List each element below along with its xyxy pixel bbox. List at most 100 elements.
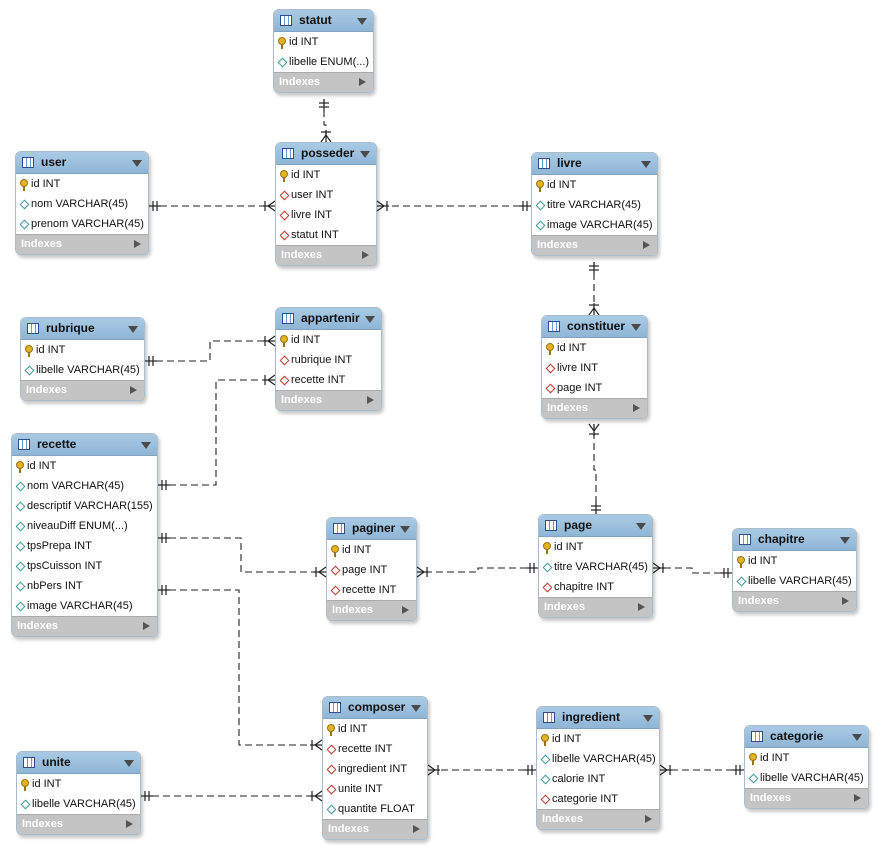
column-row[interactable]: id INT [542, 338, 647, 358]
table-header[interactable]: categorie [745, 726, 868, 748]
column-row[interactable]: tpsCuisson INT [12, 556, 157, 576]
column-row[interactable]: id INT [16, 174, 148, 194]
expand-arrow-icon[interactable] [633, 404, 640, 412]
column-row[interactable]: libelle VARCHAR(45) [21, 360, 144, 380]
collapse-toggle-icon[interactable] [840, 537, 850, 544]
column-row[interactable]: libelle VARCHAR(45) [745, 768, 868, 788]
expand-arrow-icon[interactable] [638, 603, 645, 611]
indexes-section[interactable]: Indexes [327, 600, 416, 620]
table-header[interactable]: statut [274, 10, 373, 32]
column-row[interactable]: recette INT [276, 370, 381, 390]
column-row[interactable]: page INT [327, 560, 416, 580]
column-row[interactable]: libelle ENUM(...) [274, 52, 373, 72]
column-row[interactable]: titre VARCHAR(45) [532, 195, 657, 215]
table-header[interactable]: chapitre [733, 529, 856, 551]
table-header[interactable]: user [16, 152, 148, 174]
collapse-toggle-icon[interactable] [132, 160, 142, 167]
expand-arrow-icon[interactable] [134, 240, 141, 248]
table-header[interactable]: rubrique [21, 318, 144, 340]
indexes-section[interactable]: Indexes [323, 819, 427, 839]
table-header[interactable]: livre [532, 153, 657, 175]
collapse-toggle-icon[interactable] [411, 705, 421, 712]
indexes-section[interactable]: Indexes [532, 235, 657, 255]
column-row[interactable]: id INT [323, 719, 427, 739]
collapse-toggle-icon[interactable] [641, 161, 651, 168]
column-row[interactable]: categorie INT [537, 789, 659, 809]
table-header[interactable]: unite [17, 752, 140, 774]
indexes-section[interactable]: Indexes [745, 788, 868, 808]
expand-arrow-icon[interactable] [413, 825, 420, 833]
collapse-toggle-icon[interactable] [141, 442, 151, 449]
column-row[interactable]: statut INT [276, 225, 376, 245]
indexes-section[interactable]: Indexes [16, 234, 148, 254]
column-row[interactable]: id INT [276, 330, 381, 350]
column-row[interactable]: id INT [537, 729, 659, 749]
expand-arrow-icon[interactable] [359, 78, 366, 86]
column-row[interactable]: id INT [276, 165, 376, 185]
column-row[interactable]: user INT [276, 185, 376, 205]
indexes-section[interactable]: Indexes [539, 597, 652, 617]
indexes-section[interactable]: Indexes [733, 591, 856, 611]
column-row[interactable]: id INT [274, 32, 373, 52]
collapse-toggle-icon[interactable] [400, 526, 410, 533]
collapse-toggle-icon[interactable] [636, 523, 646, 530]
expand-arrow-icon[interactable] [126, 820, 133, 828]
column-row[interactable]: niveauDiff ENUM(...) [12, 516, 157, 536]
column-row[interactable]: quantite FLOAT [323, 799, 427, 819]
column-row[interactable]: id INT [17, 774, 140, 794]
indexes-section[interactable]: Indexes [537, 809, 659, 829]
column-row[interactable]: descriptif VARCHAR(155) [12, 496, 157, 516]
indexes-section[interactable]: Indexes [274, 72, 373, 92]
indexes-section[interactable]: Indexes [12, 616, 157, 636]
expand-arrow-icon[interactable] [367, 396, 374, 404]
column-row[interactable]: recette INT [323, 739, 427, 759]
column-row[interactable]: nom VARCHAR(45) [16, 194, 148, 214]
collapse-toggle-icon[interactable] [128, 326, 138, 333]
column-row[interactable]: livre INT [542, 358, 647, 378]
table-header[interactable]: page [539, 515, 652, 537]
indexes-section[interactable]: Indexes [21, 380, 144, 400]
column-row[interactable]: livre INT [276, 205, 376, 225]
collapse-toggle-icon[interactable] [852, 734, 862, 741]
table-header[interactable]: composer [323, 697, 427, 719]
column-row[interactable]: image VARCHAR(45) [12, 596, 157, 616]
column-row[interactable]: libelle VARCHAR(45) [733, 571, 856, 591]
column-row[interactable]: id INT [327, 540, 416, 560]
expand-arrow-icon[interactable] [402, 606, 409, 614]
column-row[interactable]: ingredient INT [323, 759, 427, 779]
column-row[interactable]: id INT [12, 456, 157, 476]
column-row[interactable]: recette INT [327, 580, 416, 600]
table-header[interactable]: appartenir [276, 308, 381, 330]
column-row[interactable]: calorie INT [537, 769, 659, 789]
indexes-section[interactable]: Indexes [542, 398, 647, 418]
collapse-toggle-icon[interactable] [643, 715, 653, 722]
column-row[interactable]: tpsPrepa INT [12, 536, 157, 556]
column-row[interactable]: libelle VARCHAR(45) [17, 794, 140, 814]
column-row[interactable]: titre VARCHAR(45) [539, 557, 652, 577]
column-row[interactable]: image VARCHAR(45) [532, 215, 657, 235]
column-row[interactable]: libelle VARCHAR(45) [537, 749, 659, 769]
collapse-toggle-icon[interactable] [365, 316, 375, 323]
indexes-section[interactable]: Indexes [276, 390, 381, 410]
collapse-toggle-icon[interactable] [360, 151, 370, 158]
expand-arrow-icon[interactable] [643, 241, 650, 249]
expand-arrow-icon[interactable] [842, 597, 849, 605]
table-header[interactable]: ingredient [537, 707, 659, 729]
column-row[interactable]: nom VARCHAR(45) [12, 476, 157, 496]
indexes-section[interactable]: Indexes [276, 245, 376, 265]
column-row[interactable]: rubrique INT [276, 350, 381, 370]
expand-arrow-icon[interactable] [143, 622, 150, 630]
table-header[interactable]: recette [12, 434, 157, 456]
